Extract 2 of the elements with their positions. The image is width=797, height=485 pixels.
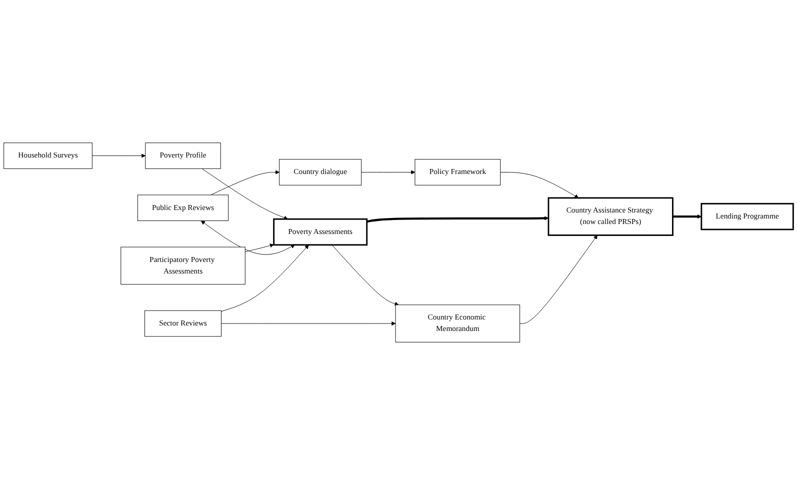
- arrow: [366, 216, 549, 223]
- arrow: [672, 214, 702, 219]
